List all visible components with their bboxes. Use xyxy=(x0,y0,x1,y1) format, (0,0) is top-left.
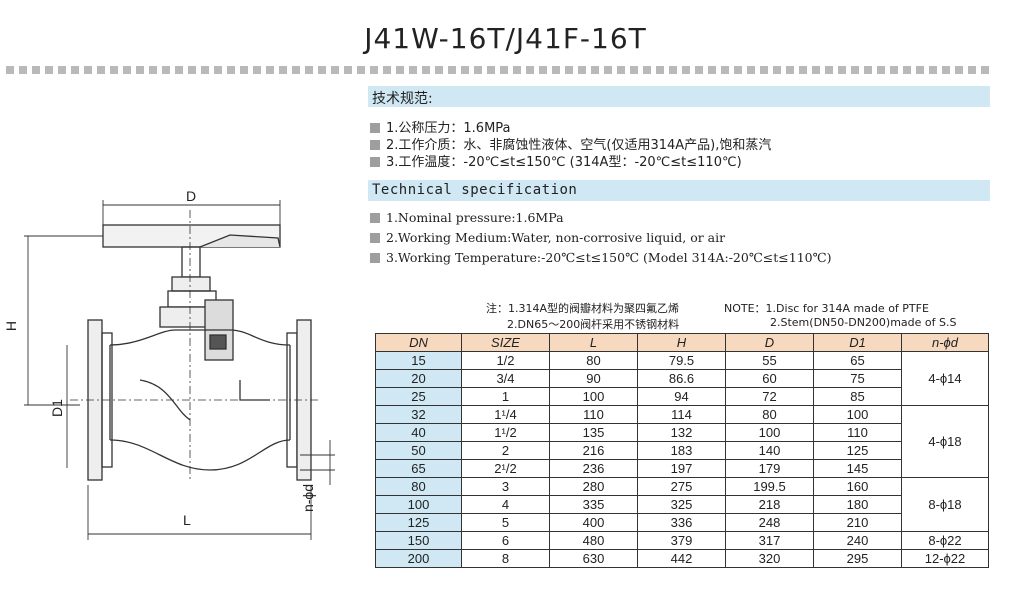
dim-label-d1: D1 xyxy=(48,399,65,417)
bolt-group-cell: 4-ϕ18 xyxy=(901,405,989,478)
dim-label-nd: n-ϕd xyxy=(300,483,317,513)
en-spec-header: Technical specification xyxy=(368,180,990,201)
bolt-group-cell: 4-ϕ14 xyxy=(901,351,989,406)
cn-spec-header: 技术规范: xyxy=(368,86,990,107)
en-spec-heading: Technical specification xyxy=(372,182,578,198)
col-header-nd: n-ϕd xyxy=(901,333,989,352)
en-spec-item: 1.Nominal pressure:1.6MPa xyxy=(370,210,564,225)
bullet-square-icon xyxy=(370,253,380,263)
col-header-d1: D1 xyxy=(813,333,902,352)
col-header-dn: DN xyxy=(375,333,462,352)
col-header-l: L xyxy=(549,333,638,352)
note-cn-2: 2.DN65～200阀杆采用不锈钢材料 xyxy=(507,318,680,331)
cn-spec-item: 2.工作介质：水、非腐蚀性液体、空气(仅适用314A产品),饱和蒸汽 xyxy=(370,134,771,153)
en-spec-item: 3.Working Temperature:-20℃≤t≤150℃ (Model… xyxy=(370,250,832,265)
cn-spec-item: 3.工作温度：-20℃≤t≤150℃ (314A型：-20℃≤t≤110℃) xyxy=(370,151,742,170)
note-cn-1: 注：1.314A型的阀瓣材料为聚四氟乙烯 xyxy=(486,302,680,315)
bolt-group-cell: 8-ϕ18 xyxy=(901,477,989,532)
dotted-divider xyxy=(6,66,991,74)
col-header-size: SIZE xyxy=(461,333,550,352)
valve-drawing xyxy=(24,200,335,540)
bolt-group-cell: 8-ϕ22 xyxy=(901,531,989,550)
page-title: J41W-16T/J41F-16T xyxy=(364,22,647,55)
bullet-square-icon xyxy=(370,213,380,223)
en-spec-item: 2.Working Medium:Water, non-corrosive li… xyxy=(370,230,725,245)
dim-label-d: D xyxy=(186,188,197,204)
dim-label-h: H xyxy=(3,320,20,332)
bullet-square-icon xyxy=(370,140,380,150)
col-header-h: H xyxy=(637,333,726,352)
dim-label-l: L xyxy=(183,512,191,528)
note-en-2: 2.Stem(DN50-DN200)made of S.S xyxy=(770,316,957,329)
col-header-d: D xyxy=(725,333,814,352)
table-header-row: DN SIZE L H D D1 n-ϕd xyxy=(375,333,989,352)
bolt-group-cell: 12-ϕ22 xyxy=(901,549,989,568)
cn-spec-heading: 技术规范: xyxy=(372,91,433,107)
bullet-square-icon xyxy=(370,233,380,243)
bullet-square-icon xyxy=(370,123,380,133)
cn-spec-item: 1.公称压力：1.6MPa xyxy=(370,117,511,136)
note-en-1: NOTE：1.Disc for 314A made of PTFE xyxy=(724,302,929,315)
bullet-square-icon xyxy=(370,157,380,167)
